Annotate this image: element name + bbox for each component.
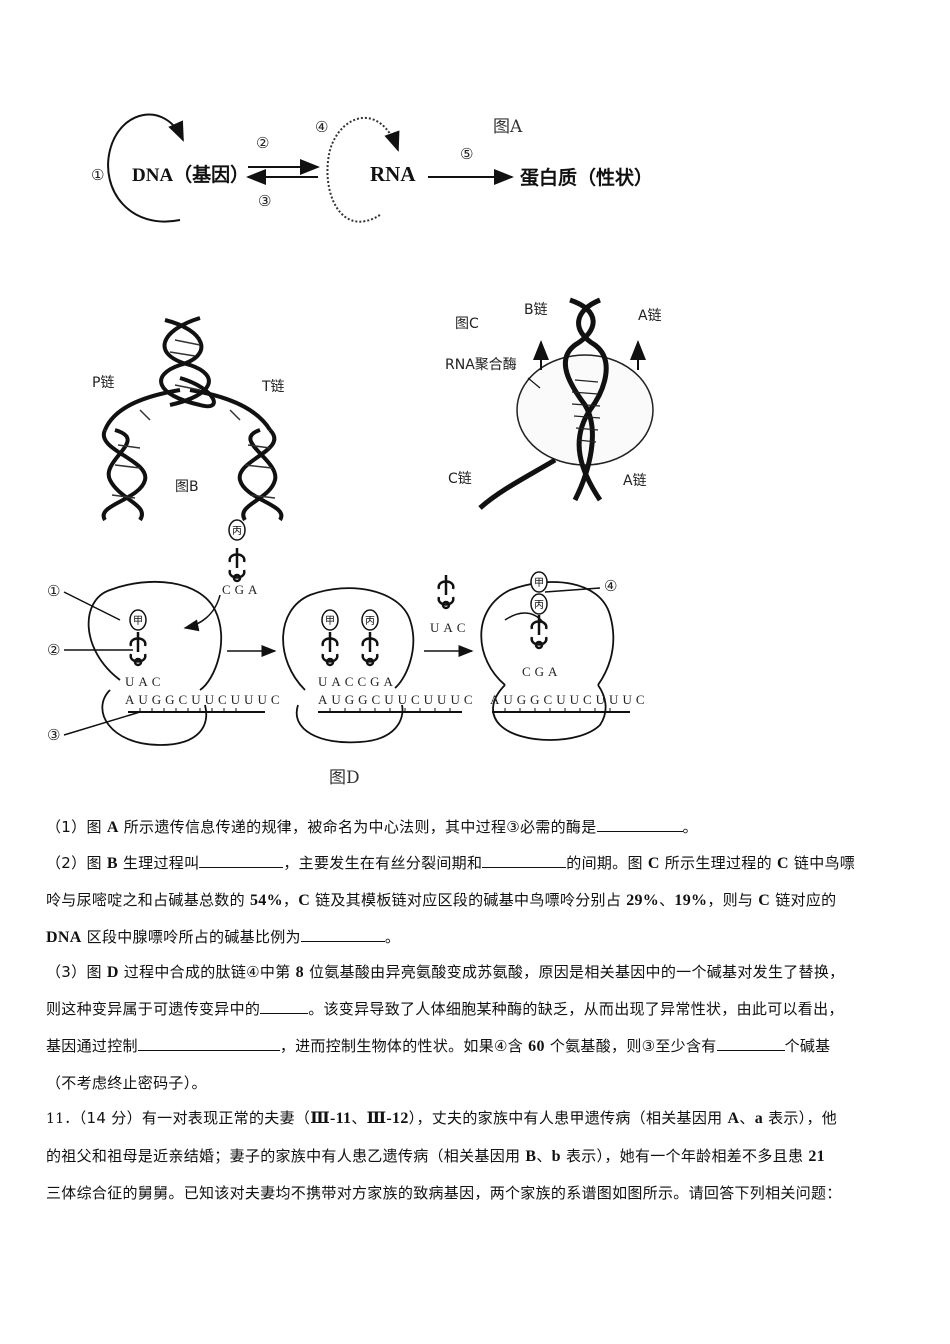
- q3-line-2: 则这种变异属于可遗传变异中的。该变异导致了人体细胞某种酶的缺乏，从而出现了异常性…: [46, 991, 912, 1028]
- question-2: （2）图 B 生理过程叫，主要发生在有丝分裂间期和的间期。图 C 所示生理过程的…: [46, 845, 912, 956]
- q3-line-4: （不考虑终止密码子）。: [46, 1074, 207, 1092]
- amino-acid-jia: 甲: [325, 616, 335, 627]
- marker-2: ②: [256, 134, 270, 152]
- q3-line-1: （3）图 D 过程中合成的肽链④中第 8 位氨基酸由异亮氨酸变成苏氨酸，原因是相…: [46, 963, 845, 981]
- q2-line-3: DNA 区段中腺嘌呤所占的碱基比例为。: [46, 919, 912, 956]
- dna-gene-label: DNA（基因）: [132, 165, 250, 186]
- question-score: （14 分）: [78, 1109, 142, 1127]
- protein-trait-label: 蛋白质（性状）: [520, 168, 654, 189]
- question-1: （1）图 A 所示遗传信息传递的规律，被命名为中心法则，其中过程③必需的酶是。: [46, 809, 912, 846]
- q3-answer-blank-1[interactable]: [260, 997, 309, 1014]
- q3-answer-blank-3[interactable]: [716, 1034, 785, 1051]
- step2-mrna: AUGGCUUCUUUC: [318, 692, 477, 707]
- q11-line-3: 三体综合征的舅舅。已知该对夫妻均不携带对方家族的致病基因，两个家族的系谱图如图所…: [46, 1184, 842, 1202]
- q2-answer-blank-1[interactable]: [199, 851, 284, 868]
- amino-acid-bing: 丙: [365, 616, 375, 627]
- q3-line-3: 基因通过控制，进而控制生物体的性状。如果④含 60 个氨基酸，则③至少含有个碱基: [46, 1028, 912, 1065]
- figure-c-caption: 图C: [455, 316, 479, 332]
- transcription-drawing: [478, 297, 654, 510]
- q2-line-1: （2）图 B 生理过程叫，主要发生在有丝分裂间期和的间期。图 C 所示生理过程的…: [46, 845, 912, 882]
- q2-line-2: 呤与尿嘧啶之和占碱基总数的 54%，C 链及其模板链对应区段的碱基中鸟嘌呤分别占…: [46, 891, 837, 909]
- a-strand-bottom-label: A链: [623, 473, 647, 489]
- replication-loop-arrow: [107, 113, 184, 223]
- dna-replication-helix-drawing: [101, 316, 284, 522]
- q2-answer-blank-2[interactable]: [482, 851, 567, 868]
- figure-a-caption: 图A: [493, 117, 523, 137]
- figure-b-caption: 图B: [175, 479, 199, 495]
- b-strand-label: B链: [524, 302, 548, 318]
- step1-anticodon: UAC: [125, 674, 165, 689]
- rna-replication-loop-arrow: [326, 117, 400, 223]
- amino-acid-jia: 甲: [133, 616, 143, 627]
- leaving-anticodon: UAC: [430, 620, 470, 635]
- q11-line-2: 的祖父和祖母是近亲结婚；妻子的家族中有人患乙遗传病（相关基因用 B、b 表示），…: [46, 1147, 825, 1165]
- a-strand-top-label: A链: [638, 308, 662, 324]
- marker-1: ①: [91, 166, 105, 184]
- marker-d-1: ①: [47, 582, 61, 600]
- q11-line-1: 11．（14 分）有一对表现正常的夫妻（Ⅲ-11、Ⅲ-12），丈夫的家族中有人患…: [46, 1109, 838, 1127]
- incoming-anticodon: CGA: [222, 582, 262, 597]
- marker-3: ③: [258, 192, 272, 210]
- rna-label: RNA: [370, 162, 416, 186]
- q3-answer-blank-2[interactable]: [137, 1034, 280, 1051]
- marker-4: ④: [315, 118, 329, 136]
- q1-answer-blank[interactable]: [596, 815, 683, 832]
- question-11: 11．（14 分）有一对表现正常的夫妻（Ⅲ-11、Ⅲ-12），丈夫的家族中有人患…: [46, 1100, 912, 1212]
- q2-answer-blank-3[interactable]: [300, 925, 385, 942]
- amino-acid-bing: 丙: [232, 526, 242, 537]
- q1-line: （1）图 A 所示遗传信息传递的规律，被命名为中心法则，其中过程③必需的酶是。: [46, 809, 912, 846]
- step2-anticodons: UACCGA: [318, 674, 397, 689]
- marker-d-3: ③: [47, 726, 61, 744]
- question-3: （3）图 D 过程中合成的肽链④中第 8 位氨基酸由异亮氨酸变成苏氨酸，原因是相…: [46, 954, 912, 1102]
- marker-d-4: ④: [604, 577, 618, 595]
- marker-d-2: ②: [47, 641, 61, 659]
- amino-acid-bing: 丙: [534, 600, 544, 611]
- rna-polymerase-label: RNA聚合酶: [445, 357, 517, 373]
- marker-5: ⑤: [460, 145, 474, 163]
- question-number: 11．: [46, 1111, 79, 1127]
- amino-acid-jia: 甲: [534, 578, 544, 589]
- figure-d-caption: 图D: [329, 768, 360, 788]
- step1-mrna: AUGGCUUCUUUC: [125, 692, 284, 707]
- translation-drawing: [63, 519, 630, 746]
- step3-mrna: AUGGCUUCUUUC: [490, 692, 649, 707]
- step3-anticodon: CGA: [522, 664, 562, 679]
- c-strand-label: C链: [448, 471, 472, 487]
- t-strand-label: T链: [262, 379, 285, 395]
- p-strand-label: P链: [92, 375, 115, 391]
- figure-a-arrows: [107, 113, 514, 223]
